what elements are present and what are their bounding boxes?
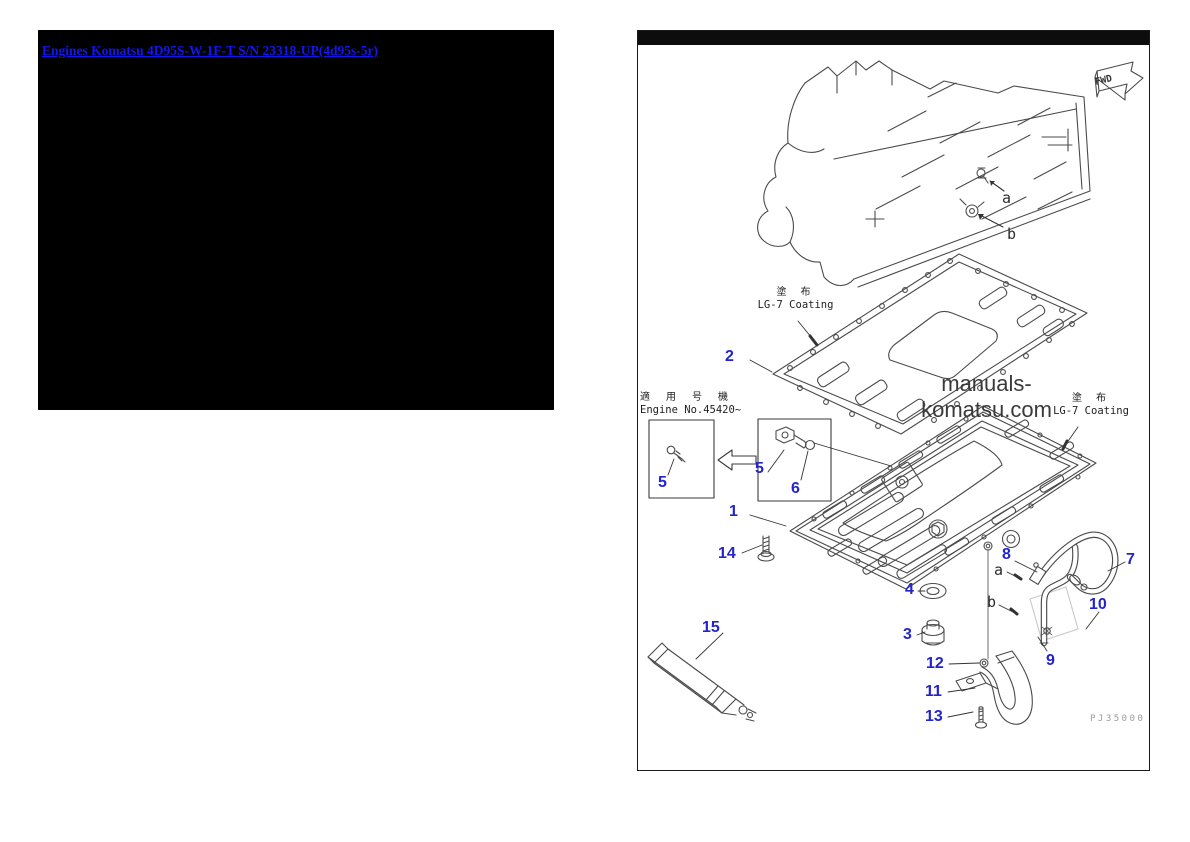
inset-boxes	[648, 418, 892, 502]
callout-5-right: 5	[755, 460, 764, 477]
applicability-jp: 適 用 号 機	[640, 392, 734, 403]
elbow-tube-drawing	[1039, 543, 1079, 647]
leader-lines	[667, 320, 1126, 718]
bolt-13-glyph	[974, 706, 988, 729]
oil-pan-drawing	[789, 405, 1097, 590]
ref-letter-a-top: a	[1002, 189, 1012, 207]
callout-2: 2	[725, 348, 734, 365]
gasket-drawing	[772, 253, 1088, 435]
pan-hex-plug-on-pan	[928, 519, 948, 539]
fwd-arrow-badge	[1094, 61, 1144, 101]
pan-ribs	[838, 491, 948, 579]
ref-letter-b-top: b	[1007, 225, 1017, 243]
fitting-b-glyph	[959, 198, 985, 218]
gasket-bolt-holes	[787, 258, 1075, 429]
coating-label-top-jp: 塗 布	[776, 287, 815, 298]
engine-catalog-link[interactable]: Engines Komatsu 4D95S-W-1F-T S/N 23318-U…	[42, 43, 379, 58]
coating-label-right-jp: 塗 布	[1071, 393, 1111, 404]
diagram-line-art	[647, 60, 1144, 729]
plug-3-glyph	[921, 619, 945, 646]
pan-bolt-holes	[811, 416, 1083, 572]
callout-5-left: 5	[658, 474, 667, 491]
ref-letter-a-bottom: a	[994, 561, 1004, 579]
left-block-arrow	[717, 449, 757, 471]
callout-3: 3	[903, 626, 912, 643]
reference-box	[1029, 586, 1079, 642]
bolt-14-glyph	[757, 535, 775, 562]
pan-center-plate	[881, 461, 923, 503]
hose-fitting-glyph	[1069, 574, 1081, 586]
applicability-note: 適 用 号 機 Engine No.45420~	[640, 391, 770, 417]
callout-7: 7	[1126, 551, 1135, 568]
callout-12: 12	[926, 655, 944, 672]
callout-8: 8	[1002, 546, 1011, 563]
engine-block-drawing	[757, 60, 1091, 288]
drawing-number: PJ35000	[1090, 714, 1146, 724]
nut-12-glyph	[979, 658, 989, 668]
callout-1: 1	[729, 503, 738, 520]
callout-6: 6	[791, 480, 800, 497]
tube-15-glyph	[647, 642, 757, 722]
gasket-slots	[817, 286, 1064, 422]
callout-14: 14	[718, 545, 736, 562]
callout-9: 9	[1046, 652, 1055, 669]
callout-13: 13	[925, 708, 943, 725]
callout-4: 4	[905, 581, 914, 598]
ref-letter-b-bottom: b	[987, 593, 997, 611]
watermark: manuals-komatsu.com	[921, 371, 1052, 422]
hose-drawing	[1028, 531, 1119, 595]
coating-label-top-en: LG-7 Coating	[757, 299, 834, 311]
applicability-en: Engine No.45420~	[640, 404, 742, 416]
oring-6-glyph	[804, 439, 816, 451]
callout-11: 11	[925, 683, 942, 700]
plug-5-large-glyph	[775, 426, 807, 449]
callout-10: 10	[1089, 596, 1107, 613]
diagram-top-bar	[638, 31, 1149, 45]
coating-label-right-en: LG-7 Coating	[1053, 405, 1129, 417]
plug-5-small-glyph	[666, 445, 686, 463]
callout-15: 15	[702, 619, 720, 636]
catalog-header-panel: Engines Komatsu 4D95S-W-1F-T S/N 23318-U…	[38, 30, 554, 410]
bolt-a-glyph	[976, 167, 989, 184]
bracket-11-glyph	[955, 650, 1033, 725]
parts-diagram-panel: FWD 塗 布 LG-7 Coating 塗 布 LG-7 Coating 適 …	[637, 30, 1150, 771]
coating-label-right: 塗 布 LG-7 Coating	[1041, 392, 1141, 418]
pan-outlet-boss	[1001, 529, 1021, 549]
coating-label-top: 塗 布 LG-7 Coating	[743, 286, 848, 312]
clip-9-glyph	[1043, 627, 1051, 635]
clamp-8-glyph	[1028, 562, 1047, 585]
